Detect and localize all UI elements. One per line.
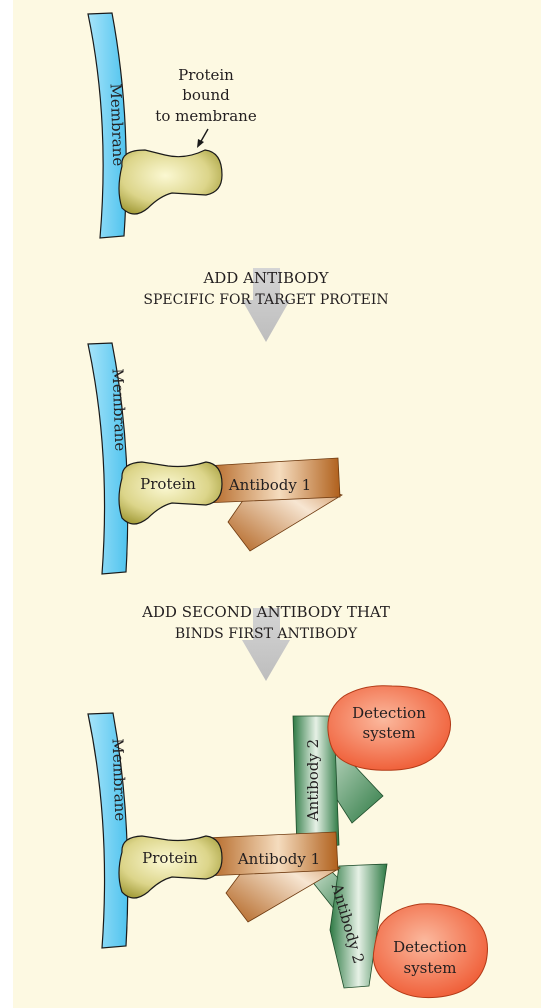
detection-system-bottom: [372, 903, 488, 999]
protein-blob: [118, 461, 223, 525]
step-1-line1: ADD ANTIBODY: [202, 269, 329, 287]
panel-1: Membrane Protein bound to membrane: [87, 12, 257, 239]
annotation-arrow-icon: [197, 128, 209, 148]
protein-blob: [118, 835, 223, 899]
step-1-line2: SPECIFIC FOR TARGET PROTEIN: [143, 292, 388, 308]
protein-blob: [118, 149, 223, 215]
detection-system-top: [327, 685, 451, 771]
step-2-line2: BINDS FIRST ANTIBODY: [175, 626, 358, 642]
step-1: ADD ANTIBODY SPECIFIC FOR TARGET PROTEIN: [143, 268, 389, 342]
step-1-down-arrow-icon: [242, 268, 290, 342]
step-2-line1: ADD SECOND ANTIBODY THAT: [141, 603, 390, 621]
membrane-strip: [87, 342, 129, 575]
membrane-strip: [87, 712, 129, 949]
membrane-label: Membrane: [109, 368, 130, 451]
protein-annotation-line3: to membrane: [155, 107, 257, 125]
membrane-strip: [87, 12, 127, 239]
antibody-2-bottom-body: [329, 863, 388, 989]
antibody-1-label: Antibody 1: [237, 850, 320, 868]
antibody-2-top-body: [292, 715, 340, 852]
protein-label: Protein: [140, 475, 196, 493]
detection-bottom-line1: Detection: [393, 938, 467, 956]
membrane-label: Membrane: [109, 738, 130, 821]
panel-2: Membrane Protein Antibody 1: [87, 342, 343, 575]
detection-top-line2: system: [363, 724, 416, 742]
antibody-2-top-label: Antibody 2: [304, 739, 322, 822]
antibody-1-label: Antibody 1: [228, 476, 311, 494]
protein-annotation-line2: bound: [182, 86, 230, 104]
panel-3: Membrane Antibody 2 Antibody 2 Protein A…: [87, 685, 488, 999]
step-2: ADD SECOND ANTIBODY THAT BINDS FIRST ANT…: [141, 603, 390, 681]
detection-top-line1: Detection: [352, 704, 426, 722]
protein-label: Protein: [142, 849, 198, 867]
membrane-label: Membrane: [107, 83, 128, 166]
step-2-down-arrow-icon: [242, 608, 290, 681]
detection-bottom-line2: system: [404, 959, 457, 977]
protein-annotation-line1: Protein: [178, 66, 234, 84]
